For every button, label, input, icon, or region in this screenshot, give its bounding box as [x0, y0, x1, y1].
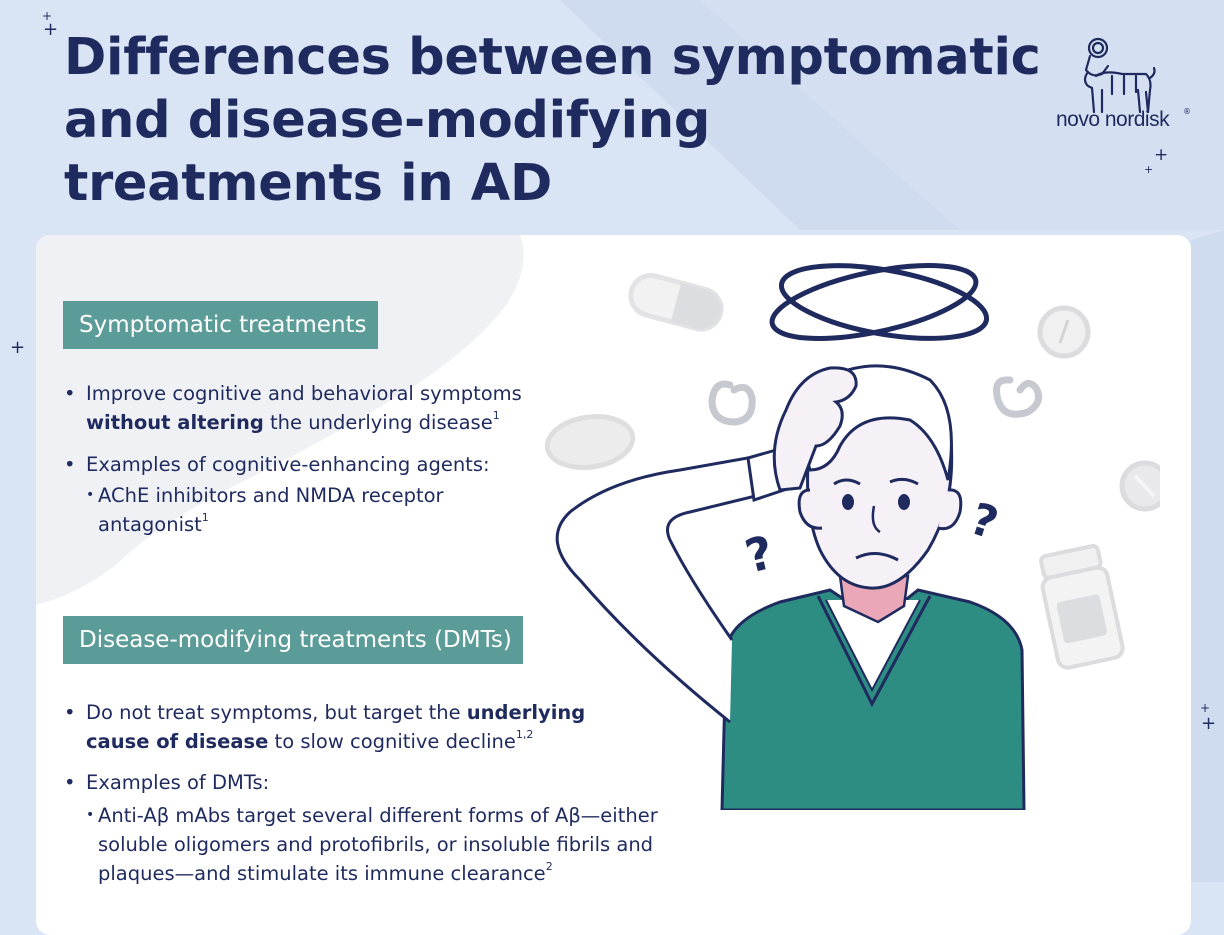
symptomatic-list: Improve cognitive and behavioral symptom…	[64, 379, 564, 539]
medicine-bottle-icon	[1039, 544, 1125, 670]
sub-list-item: Anti-Aβ mAbs target several different fo…	[86, 801, 704, 888]
bullet-text: antagonist	[98, 513, 202, 536]
reference: 2	[545, 860, 553, 873]
reference: 1,2	[515, 728, 534, 741]
sparkle-icon: +	[42, 9, 53, 23]
dmt-heading: Disease-modifying treatments (DMTs)	[63, 616, 523, 664]
title-line: Differences between symptomatic	[64, 28, 1041, 87]
brand-name: novo nordisk	[1056, 108, 1170, 131]
title-line: and disease-modifying	[64, 91, 711, 150]
bullet-text: Examples of cognitive-enhancing agents:	[86, 453, 490, 476]
bullet-text: Improve cognitive and behavioral symptom…	[86, 382, 522, 405]
bullet-text: AChE inhibitors and NMDA receptor	[98, 484, 444, 507]
sparkle-icon: +	[10, 337, 26, 358]
bullet-bold: without altering	[86, 411, 264, 434]
registered-mark: ®	[1183, 107, 1191, 116]
apis-bull-logo-icon	[1083, 37, 1156, 114]
sparkle-icon: +	[43, 19, 59, 40]
sub-list-item: AChE inhibitors and NMDA receptor antago…	[86, 481, 564, 539]
sparkle-icon: +	[1144, 163, 1154, 176]
list-item: Examples of cognitive-enhancing agents: …	[64, 450, 564, 539]
tablet-icon	[544, 414, 636, 470]
sparkle-icon: +	[1201, 713, 1217, 734]
bullet-text: the underlying disease	[263, 411, 493, 434]
bullet-text: Examples of DMTs:	[86, 771, 270, 794]
reference: 1	[201, 511, 209, 524]
round-pill-icon	[1037, 305, 1091, 359]
sparkle-icon: +	[1154, 145, 1169, 165]
sparkle-icon: +	[1200, 701, 1211, 715]
title-line: treatments in AD	[64, 154, 552, 213]
bullet-text: plaques—and stimulate its immune clearan…	[98, 862, 546, 885]
reference: 1	[492, 409, 500, 422]
background-shapes	[0, 0, 1224, 882]
bullet-bold: underlying	[466, 701, 586, 724]
bullet-text: Do not treat symptoms, but target the	[86, 701, 467, 724]
page-title: Differences between symptomatic and dise…	[64, 26, 1041, 215]
round-pill-icon	[1119, 460, 1160, 512]
confused-man-illustration: ? ?	[544, 263, 1160, 810]
bullet-bold: cause of disease	[86, 730, 269, 753]
bullet-text: Anti-Aβ mAbs target several different fo…	[98, 804, 658, 827]
capsule-icon	[628, 273, 724, 332]
bullet-text: soluble oligomers and protofibrils, or i…	[98, 833, 654, 856]
question-mark-icon: ?	[964, 494, 1004, 550]
symptomatic-heading: Symptomatic treatments	[63, 301, 378, 349]
list-item: Improve cognitive and behavioral symptom…	[64, 379, 564, 437]
bullet-text: to slow cognitive decline	[268, 730, 516, 753]
list-item: Examples of DMTs: Anti-Aβ mAbs target se…	[64, 768, 704, 888]
list-item: Do not treat symptoms, but target the un…	[64, 698, 704, 756]
dmt-list: Do not treat symptoms, but target the un…	[64, 698, 704, 888]
question-mark-icon: ?	[740, 525, 779, 584]
